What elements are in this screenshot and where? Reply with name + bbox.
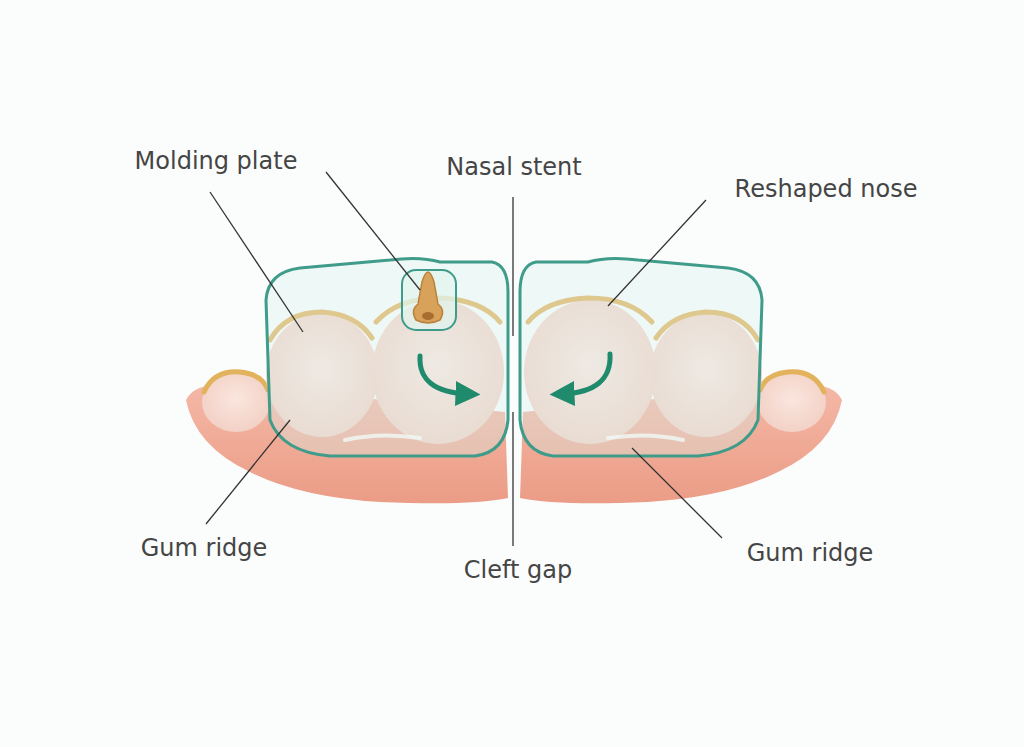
- part-label: Gum ridge: [747, 539, 874, 568]
- part-label: Molding plate: [135, 147, 298, 176]
- arrow: [562, 354, 610, 394]
- part-label: Nasal stent: [446, 153, 581, 182]
- nasal-stent: [402, 270, 456, 330]
- part-label: Gum ridge: [141, 534, 268, 563]
- gum-half: [186, 258, 508, 503]
- leader-lines: [206, 172, 722, 546]
- part-label: Reshaped nose: [735, 175, 918, 204]
- arrow: [420, 356, 468, 394]
- part-label: Cleft gap: [464, 556, 572, 585]
